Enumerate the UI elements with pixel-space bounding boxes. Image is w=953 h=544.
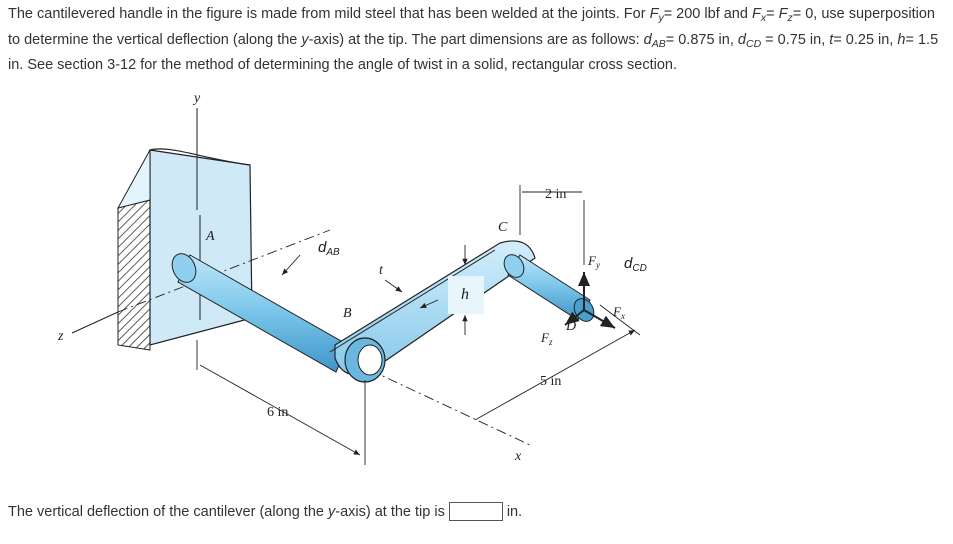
label-dab: dAB — [318, 239, 340, 258]
answer-unit: in. — [506, 503, 523, 520]
answer-prompt: The vertical deflection of the cantileve… — [8, 503, 445, 520]
plate-bc — [329, 240, 536, 383]
label-fy: Fy — [587, 253, 600, 270]
answer-row: The vertical deflection of the cantileve… — [8, 502, 522, 521]
label-A: A — [205, 229, 215, 244]
wall — [117, 148, 253, 351]
z-axis-line — [71, 311, 119, 334]
label-z: z — [57, 329, 64, 344]
dim-2in: 2 in — [545, 187, 566, 202]
dimension-lines — [196, 185, 641, 465]
deflection-answer-input[interactable] — [448, 502, 503, 521]
label-x: x — [514, 449, 522, 464]
force-arrows — [564, 272, 616, 329]
label-t: t — [379, 263, 384, 278]
label-fz: Fz — [540, 330, 553, 347]
rod-ab — [171, 253, 349, 373]
dim-6in: 6 in — [267, 405, 288, 420]
label-dcd: dCD — [624, 255, 647, 274]
label-C: C — [498, 220, 508, 235]
problem-statement: The cantilevered handle in the figure is… — [8, 6, 939, 73]
dim-5in: 5 in — [540, 374, 561, 389]
label-fx: Fx — [612, 304, 625, 321]
label-D: D — [565, 319, 576, 334]
label-h: h — [461, 286, 469, 303]
label-y: y — [192, 91, 201, 106]
label-B: B — [343, 306, 352, 321]
